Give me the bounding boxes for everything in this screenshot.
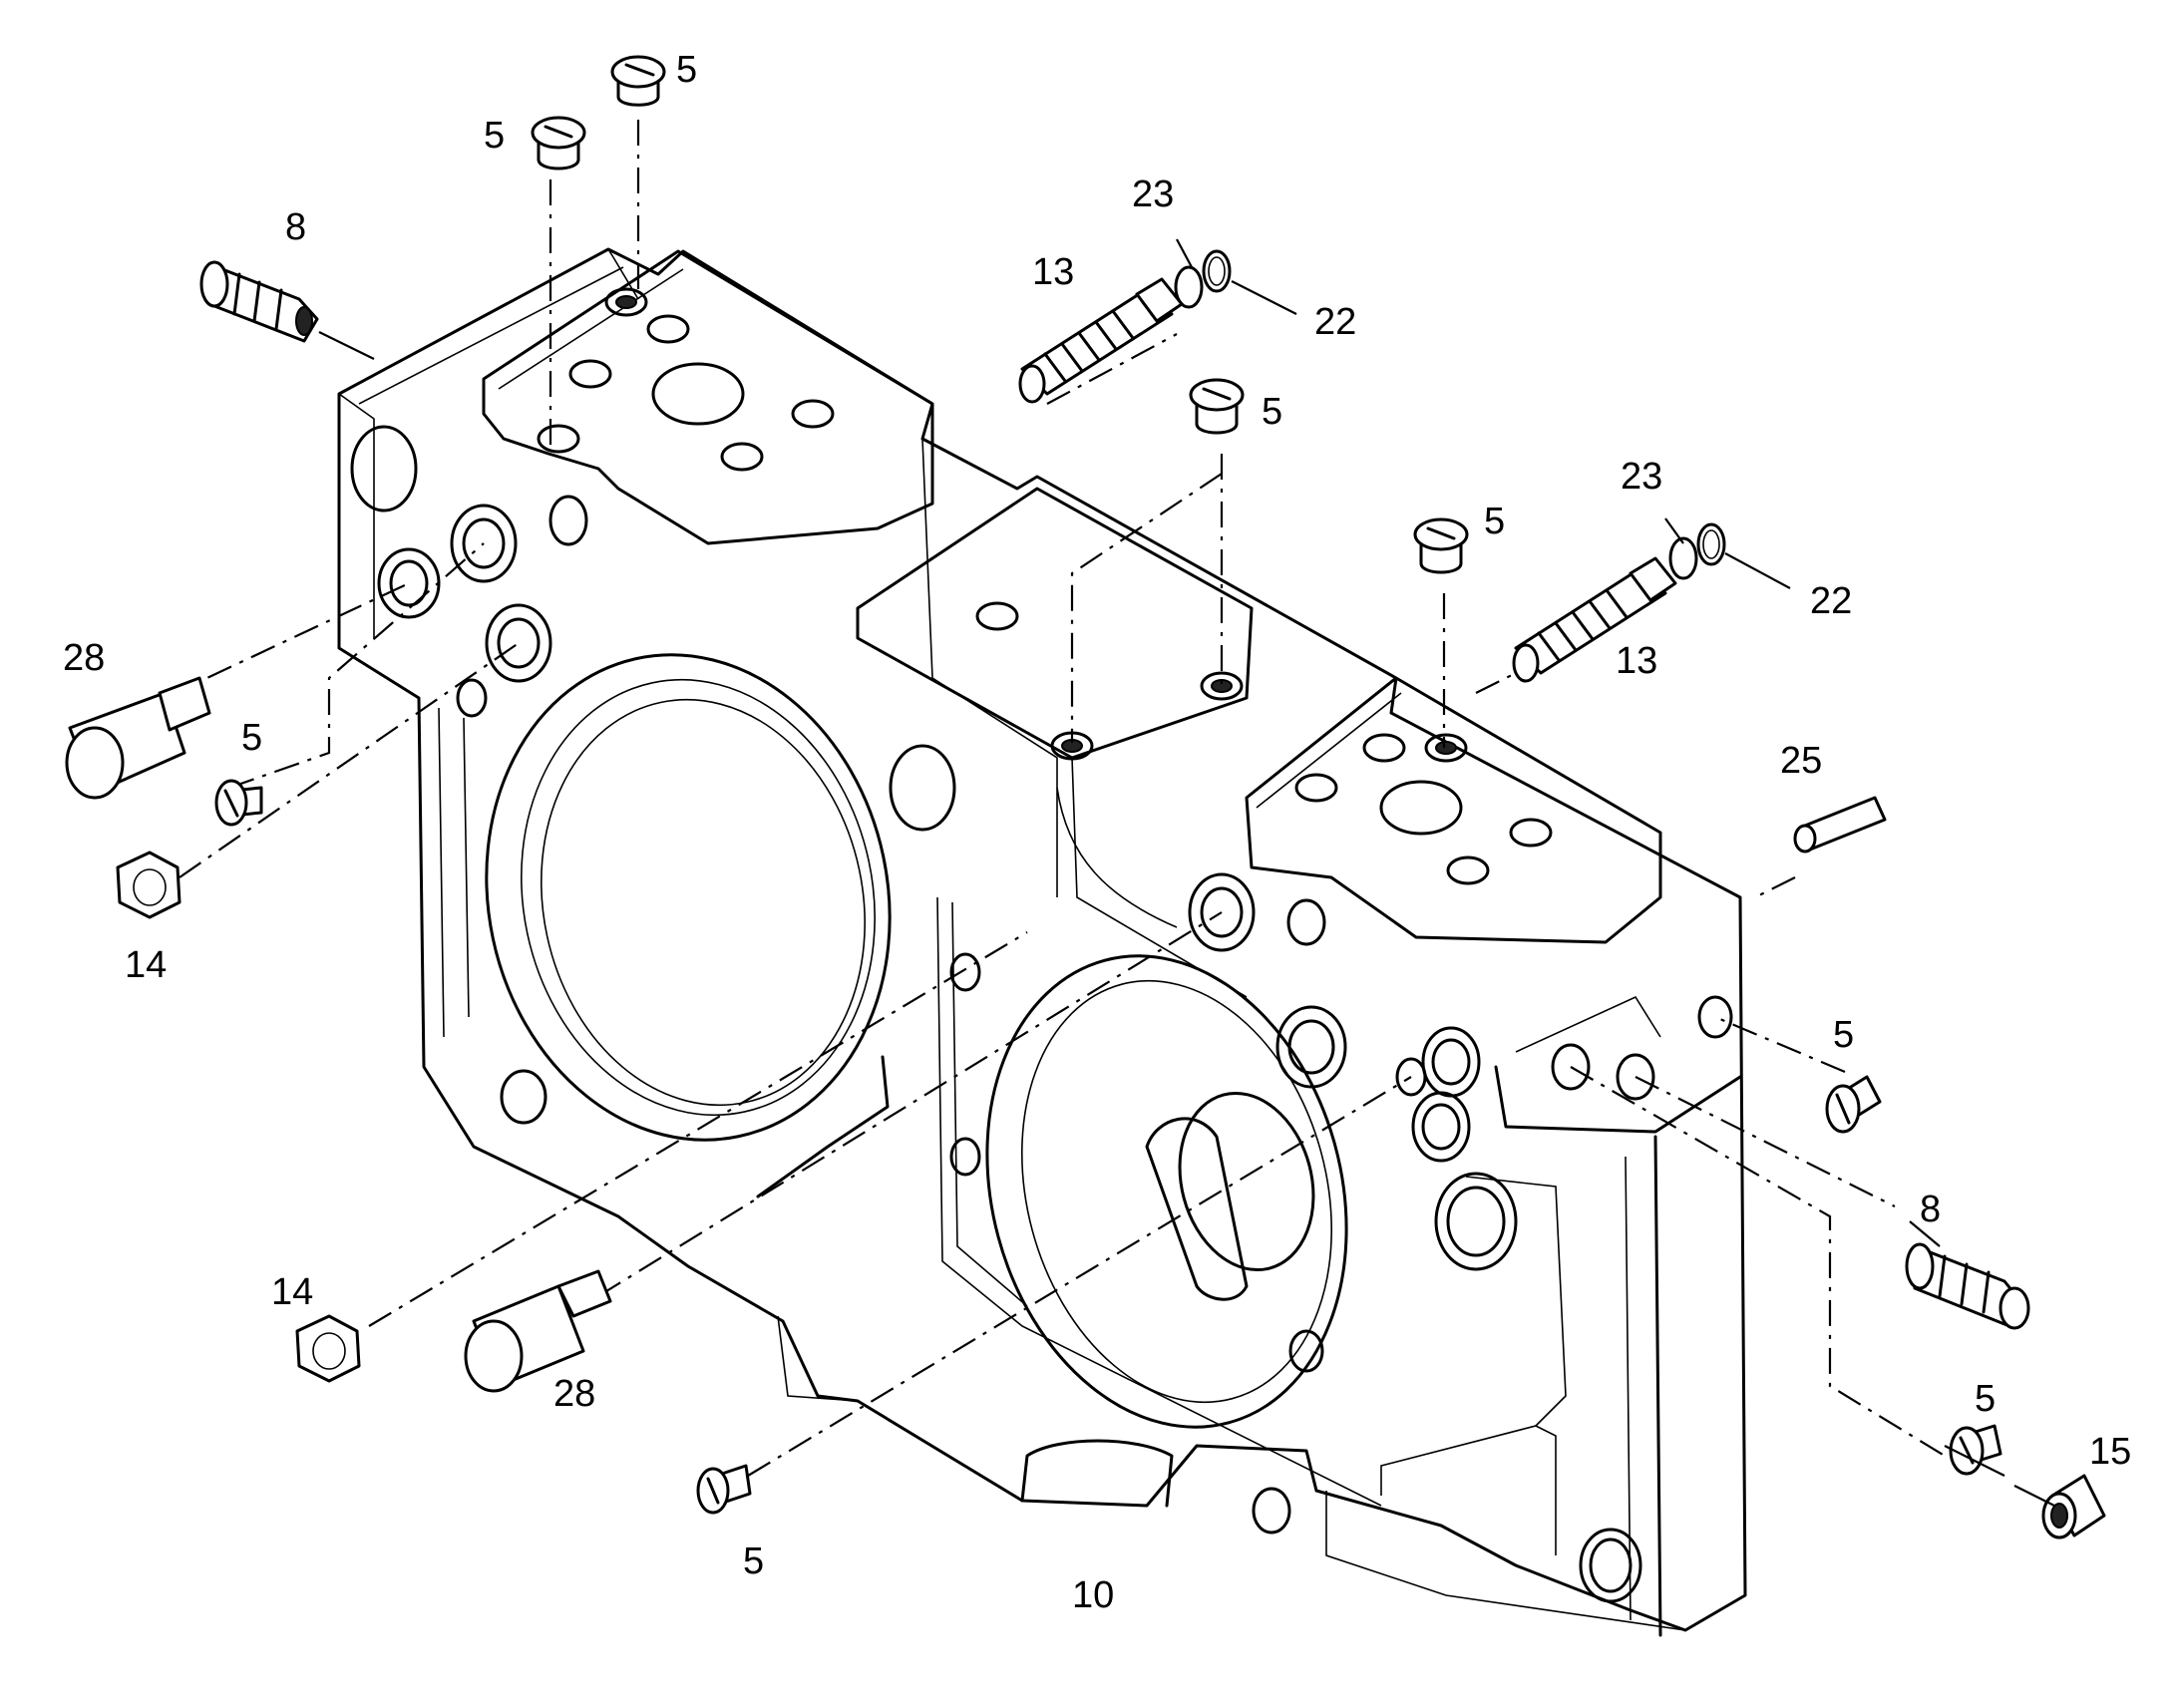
fitting-15 bbox=[2041, 1474, 2106, 1539]
callout-5-bottom-left: 5 bbox=[743, 1540, 764, 1582]
spring-13-upper bbox=[1018, 277, 1184, 404]
valve-8-top-left bbox=[199, 260, 319, 343]
callout-13-lower: 13 bbox=[1616, 640, 1657, 682]
callout-8-right: 8 bbox=[1920, 1189, 1941, 1230]
callout-25: 25 bbox=[1780, 740, 1822, 782]
spring-13-lower bbox=[1512, 556, 1677, 683]
plug-5-right-side bbox=[1825, 1075, 1882, 1134]
callout-5-right-side: 5 bbox=[1833, 1014, 1854, 1056]
plug-5-left bbox=[214, 779, 263, 827]
plug-5-top-b bbox=[531, 116, 586, 171]
callout-8-top-left: 8 bbox=[285, 206, 306, 248]
nut-14-left bbox=[116, 851, 182, 919]
callout-5-top-b: 5 bbox=[484, 115, 505, 157]
plug-5-bottom-left bbox=[696, 1464, 752, 1515]
callout-22-lower: 22 bbox=[1810, 580, 1852, 622]
plug-5-top-a bbox=[610, 55, 666, 107]
left-bore bbox=[485, 653, 892, 1198]
callout-28-left: 28 bbox=[63, 637, 105, 679]
plug-5-bottom-right bbox=[1949, 1424, 2002, 1476]
callout-5-center: 5 bbox=[1262, 391, 1282, 433]
plug-5-center bbox=[1189, 378, 1245, 435]
plug-28-left bbox=[65, 676, 211, 800]
callout-28-bottom: 28 bbox=[553, 1373, 595, 1415]
assembly-axes bbox=[164, 120, 1946, 1477]
callout-5-right-top: 5 bbox=[1484, 501, 1505, 542]
callout-5-top-a: 5 bbox=[676, 49, 697, 91]
leader-lines bbox=[318, 238, 2055, 1507]
callout-14-left: 14 bbox=[125, 944, 167, 986]
callout-15: 15 bbox=[2089, 1431, 2131, 1473]
callout-5-bottom-right: 5 bbox=[1975, 1378, 1996, 1420]
ring-23-lower bbox=[1668, 536, 1698, 580]
callout-23-lower: 23 bbox=[1621, 456, 1662, 498]
nut-14-bottom bbox=[295, 1314, 361, 1383]
pin-25 bbox=[1793, 796, 1887, 854]
callout-22-upper: 22 bbox=[1314, 301, 1356, 343]
callout-10: 10 bbox=[1072, 1574, 1114, 1616]
housing-body bbox=[337, 247, 1747, 1637]
callout-13-upper: 13 bbox=[1032, 251, 1074, 293]
callout-labels: 5 5 8 23 13 22 5 23 5 22 13 28 5 14 25 5… bbox=[63, 49, 2131, 1616]
plug-5-right-top bbox=[1413, 517, 1469, 574]
callout-23-upper: 23 bbox=[1132, 173, 1174, 215]
body-ports bbox=[350, 287, 1733, 1603]
valve-8-right bbox=[1905, 1242, 2030, 1330]
callout-14-bottom: 14 bbox=[271, 1271, 313, 1313]
callout-5-left: 5 bbox=[241, 717, 262, 759]
right-bore bbox=[985, 954, 1348, 1429]
ring-22-lower bbox=[1696, 522, 1726, 566]
plug-28-bottom bbox=[464, 1269, 612, 1393]
ring-23-upper bbox=[1174, 265, 1204, 309]
ring-22-upper bbox=[1202, 249, 1232, 293]
